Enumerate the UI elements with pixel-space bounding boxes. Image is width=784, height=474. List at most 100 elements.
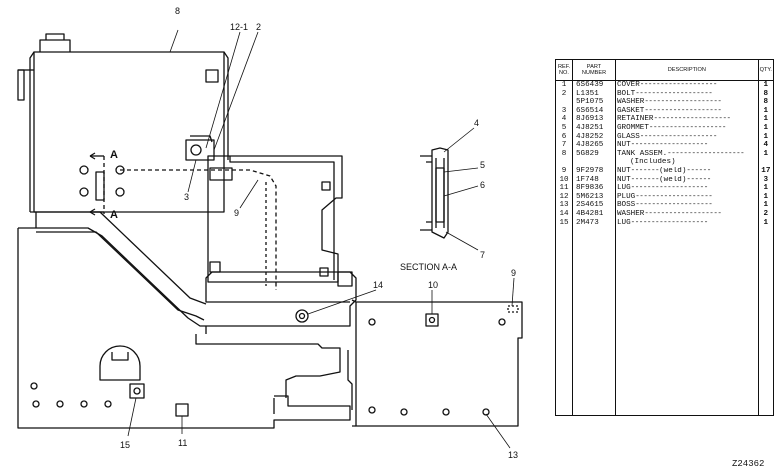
row-description-text: BOSS [617, 201, 636, 210]
row-part-number: 5M6213 [572, 192, 616, 202]
row-part-number: 2M473 [572, 218, 616, 228]
row-qty: 1 [757, 218, 775, 228]
row-part-number: 4B4281 [572, 209, 616, 219]
row-description-text: NUT [617, 175, 631, 184]
callout-10: 10 [428, 280, 438, 290]
row-description-text: NUT [617, 141, 631, 150]
row-qty: 1 [757, 115, 775, 124]
row-description-text: COVER [617, 81, 640, 89]
tank-upper-body [33, 51, 225, 213]
row-description: GASKET------------------- [615, 106, 759, 116]
row-description: TANK ASSEM.------------------- [615, 149, 759, 159]
row-ref-no: 7 [555, 141, 573, 150]
row-description: LUG------------------- [615, 184, 759, 193]
row-qty: 1 [757, 192, 775, 202]
row-description-text: LUG [617, 184, 631, 193]
row-qty: 1 [757, 184, 775, 193]
row-leader-dots: ------------------- [653, 115, 731, 124]
row-qty: 1 [757, 132, 775, 142]
blank-cell [757, 227, 775, 416]
row-description-text: BOLT [617, 89, 636, 98]
row-qty: 1 [757, 80, 775, 90]
row-description: RETAINER------------------- [615, 115, 759, 124]
row-part-number: 5P1075 [572, 98, 616, 107]
row-ref-no: 4 [555, 115, 573, 124]
row-part-number: 8F9836 [572, 184, 616, 193]
row-ref-no: 11 [555, 184, 573, 193]
row-part-number: 6S6439 [572, 80, 616, 90]
row-part-number [572, 158, 616, 167]
row-qty: 1 [757, 106, 775, 116]
callout-9-lower: 9 [511, 268, 516, 278]
row-ref-no: 1 [555, 80, 573, 90]
row-leader-dots: ------- [630, 175, 660, 184]
row-ref-no: 2 [555, 89, 573, 99]
row-description-note: (weld) [659, 166, 687, 175]
row-ref-no: 8 [555, 149, 573, 159]
row-ref-no: 6 [555, 132, 573, 142]
row-part-number: 6S6514 [572, 106, 616, 116]
row-description: WASHER------------------- [615, 98, 759, 107]
row-description: LUG------------------- [615, 218, 759, 228]
callout-5: 5 [480, 160, 485, 170]
callout-15: 15 [120, 440, 130, 450]
header-part-number: PART NUMBER [572, 59, 616, 81]
header-qty: QTY. [757, 59, 775, 81]
row-qty: 8 [757, 98, 775, 107]
section-arrow-label-top: A [110, 149, 118, 161]
row-ref-no: 13 [555, 201, 573, 210]
row-qty: 17 [757, 166, 775, 176]
row-qty: 2 [757, 209, 775, 219]
callout-11: 11 [178, 438, 187, 448]
callout-2: 2 [256, 22, 261, 32]
table-blank-area [555, 227, 775, 416]
row-leader-dots: ------------------- [630, 141, 709, 150]
row-description-text: (Includes) [630, 158, 676, 167]
row-qty: 8 [757, 89, 775, 99]
callout-14: 14 [373, 280, 383, 290]
callout-13: 13 [508, 450, 518, 460]
table-row: (Includes) [555, 158, 775, 167]
row-leader-dots: ------------------- [644, 106, 722, 115]
row-part-number: 4J8251 [572, 123, 616, 133]
row-description-text: WASHER [617, 98, 645, 107]
row-qty [757, 158, 775, 167]
row-ref-no: 3 [555, 106, 573, 116]
header-description: DESCRIPTION [615, 59, 759, 81]
row-description: WASHER------------------- [615, 209, 759, 219]
row-ref-no [555, 158, 573, 167]
row-leader-dots: ------------------- [635, 89, 713, 98]
callout-6: 6 [480, 180, 485, 190]
row-ref-no: 5 [555, 123, 573, 133]
mounting-plate [207, 155, 343, 283]
tank-lower-body [18, 227, 357, 327]
row-leader-dots: ------------------- [648, 123, 727, 132]
row-part-number: 8J6913 [572, 115, 616, 124]
callout-12-1: 12-1 [230, 22, 248, 32]
parts-table-header: REF. NO. PART NUMBER DESCRIPTION QTY. [555, 59, 775, 81]
row-description-text: GROMMET [617, 123, 649, 132]
right-side-plate [355, 301, 523, 427]
row-ref-no: 15 [555, 218, 573, 228]
callout-7: 7 [480, 250, 485, 260]
row-description-text: WASHER [617, 209, 645, 218]
row-description: GLASS------------------- [615, 132, 759, 142]
row-part-number: L1351 [572, 89, 616, 99]
row-leader-dots: ------------------- [639, 81, 718, 89]
row-part-number: 5G829 [572, 149, 616, 159]
callout-3: 3 [184, 192, 189, 202]
filler-neck [185, 139, 215, 161]
row-leader-dots: ------- [630, 166, 660, 175]
row-qty: 1 [757, 123, 775, 133]
row-qty: 1 [757, 149, 775, 159]
